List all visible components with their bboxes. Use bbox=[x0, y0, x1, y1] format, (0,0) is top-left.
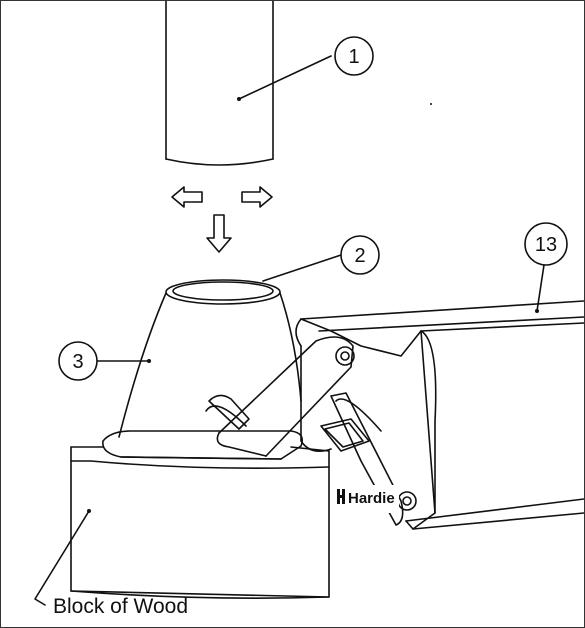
callout-circle-1 bbox=[334, 36, 374, 76]
leader-dot-3 bbox=[147, 359, 151, 363]
clamp-lever bbox=[205, 336, 354, 457]
tube-part-1 bbox=[165, 1, 274, 166]
leader-line-1 bbox=[238, 55, 332, 100]
brand-name: Hardie bbox=[348, 490, 395, 507]
cone-socket-part-3 bbox=[102, 279, 304, 460]
leader-line-13 bbox=[536, 264, 545, 312]
leader-dot-13 bbox=[535, 309, 539, 313]
block-of-wood-label: Block of Wood bbox=[53, 595, 188, 618]
beam-part-13 bbox=[295, 300, 584, 530]
arrow-down-icon bbox=[206, 214, 232, 253]
callout-circle-2 bbox=[340, 235, 380, 275]
callout-number-2: 2 bbox=[354, 245, 365, 267]
block-of-wood bbox=[70, 446, 330, 599]
leader-line-block bbox=[34, 510, 90, 606]
leader-line-2 bbox=[262, 254, 342, 282]
bracket-housing bbox=[300, 318, 437, 530]
arrow-right-icon bbox=[241, 186, 273, 208]
callout-number-3: 3 bbox=[72, 351, 83, 373]
callout-circle-13 bbox=[524, 222, 568, 266]
leader-dot-1 bbox=[237, 97, 241, 101]
callout-number-1: 1 bbox=[348, 46, 359, 68]
arrow-left-icon bbox=[171, 186, 203, 208]
callout-number-13: 13 bbox=[535, 234, 557, 256]
brand-logo-icon bbox=[337, 489, 345, 504]
brand-plate: Hardie bbox=[335, 485, 399, 513]
callout-circle-3 bbox=[58, 341, 98, 381]
leader-dot-block bbox=[87, 509, 91, 513]
stray-dot bbox=[430, 103, 432, 105]
